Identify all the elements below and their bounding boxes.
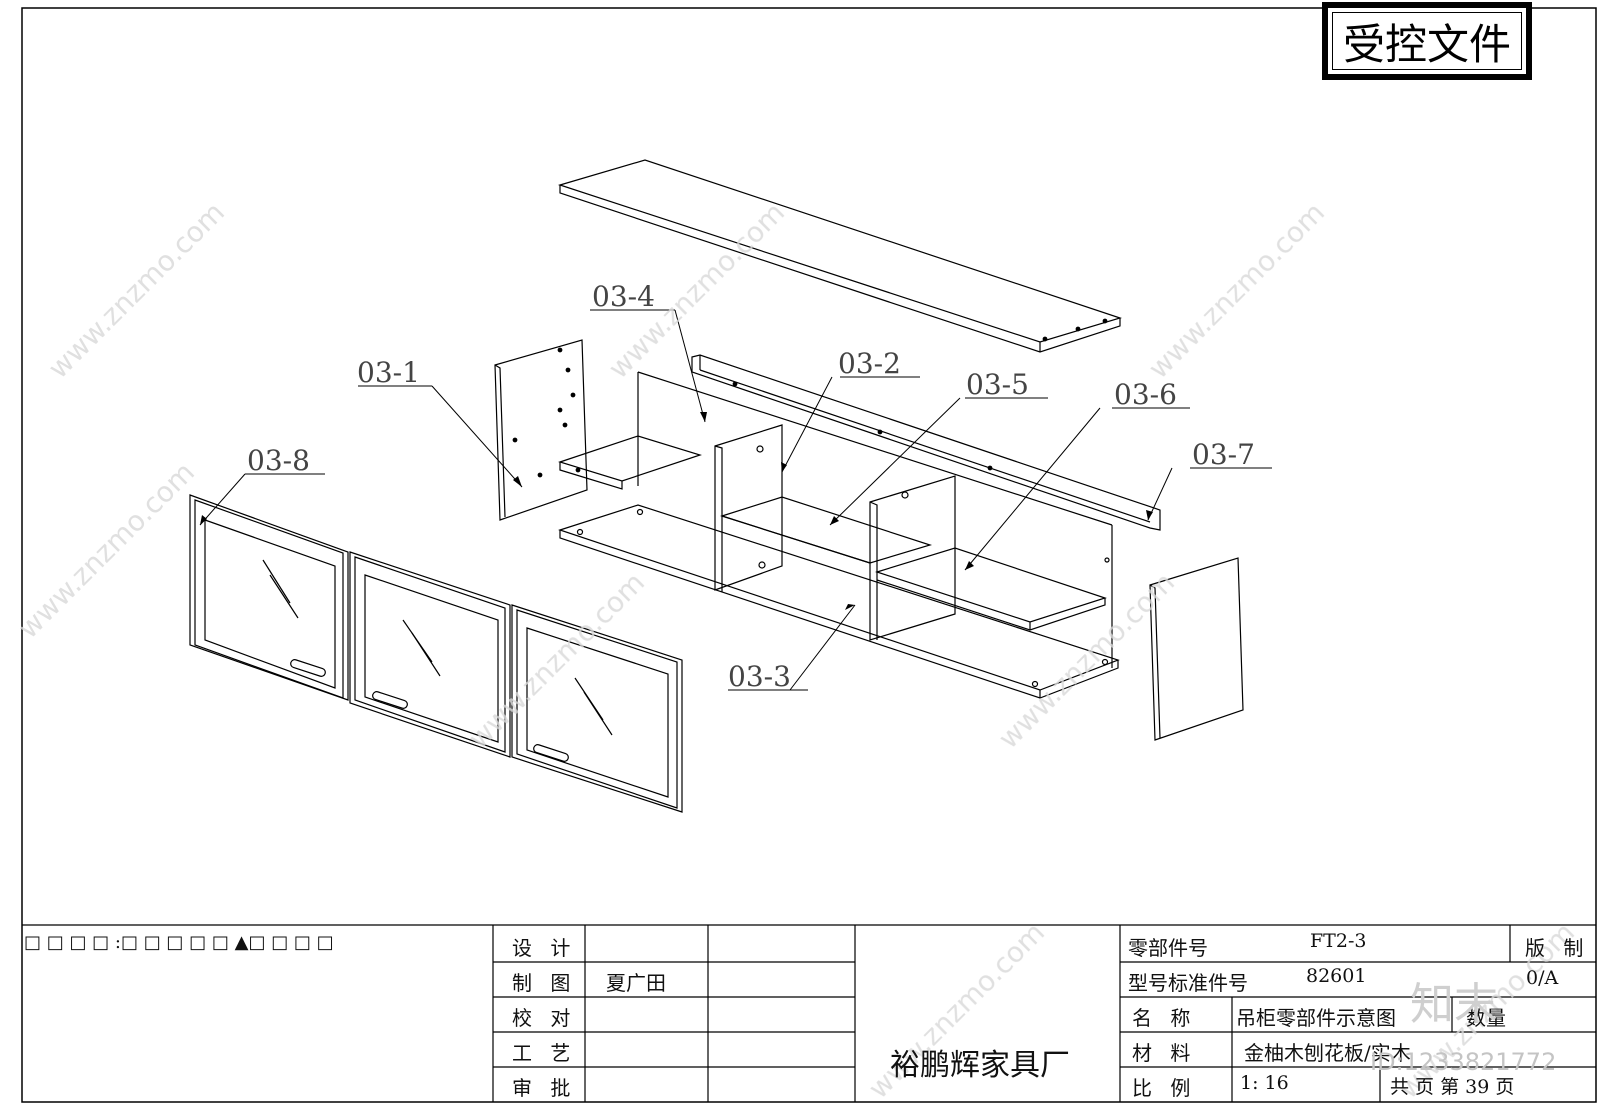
- part-label: 03-3: [728, 660, 791, 693]
- role-design: 设 计: [512, 936, 577, 960]
- part-label: 03-7: [1192, 438, 1255, 471]
- cabinet-carcass: [558, 371, 1120, 699]
- version-value: 0/A: [1526, 967, 1559, 989]
- name-value: 吊柜零部件示意图: [1236, 1006, 1396, 1030]
- model-value: 82601: [1306, 965, 1367, 987]
- part-label: 03-4: [592, 280, 655, 313]
- version-label: 版 制: [1525, 936, 1590, 960]
- stamp-text: 受控文件: [1332, 12, 1522, 70]
- part-label: 03-5: [966, 368, 1029, 401]
- role-process: 工 艺: [512, 1041, 577, 1065]
- part-label: 03-2: [838, 347, 901, 380]
- arrowheads: [200, 412, 1153, 610]
- quantity-label: 数量: [1466, 1006, 1506, 1030]
- watermark-text: www.znzmo.com: [12, 456, 201, 645]
- part-no-value: FT2-3: [1310, 930, 1367, 952]
- watermark-text: www.znzmo.com: [1142, 196, 1331, 385]
- company-name: 裕鹏辉家具厂: [890, 1048, 1070, 1083]
- top-panel: [557, 159, 1122, 353]
- page-count: 共 页 第 39 页: [1390, 1076, 1515, 1098]
- material-value: 金柚木刨花板/实木: [1244, 1041, 1411, 1065]
- watermark-brand: 知末: [1410, 979, 1498, 1030]
- scale-value: 1: 16: [1240, 1072, 1289, 1094]
- leader-lines: [199, 309, 1272, 691]
- title-block-note: □ □ □ □ :□ □ □ □ □ ▲□ □ □ □: [24, 932, 334, 953]
- part-label: 03-1: [357, 356, 420, 389]
- role-approve: 审 批: [512, 1076, 577, 1100]
- title-block: [22, 924, 1596, 1102]
- role-drafting: 制 图: [512, 971, 577, 995]
- part-label: 03-6: [1114, 378, 1177, 411]
- material-label: 材 料: [1132, 1041, 1197, 1065]
- controlled-document-stamp: 受控文件: [1322, 2, 1532, 80]
- scale-label: 比 例: [1132, 1076, 1197, 1100]
- sheet-border: [21, 7, 1597, 1103]
- glass-doors: [189, 494, 683, 813]
- watermark-text: www.znzmo.com: [462, 566, 651, 755]
- side-panel-right: [1149, 557, 1244, 741]
- part-no-label: 零部件号: [1128, 936, 1208, 960]
- watermark-id: ID:1233821772: [1370, 1048, 1557, 1076]
- name-label: 名 称: [1132, 1006, 1197, 1030]
- drafter-name: 夏广田: [606, 971, 666, 995]
- model-label: 型号标准件号: [1128, 971, 1248, 995]
- part-label: 03-8: [247, 444, 310, 477]
- watermark-text: www.znzmo.com: [42, 196, 231, 385]
- role-check: 校 对: [512, 1006, 577, 1030]
- side-panel-left: [494, 339, 588, 521]
